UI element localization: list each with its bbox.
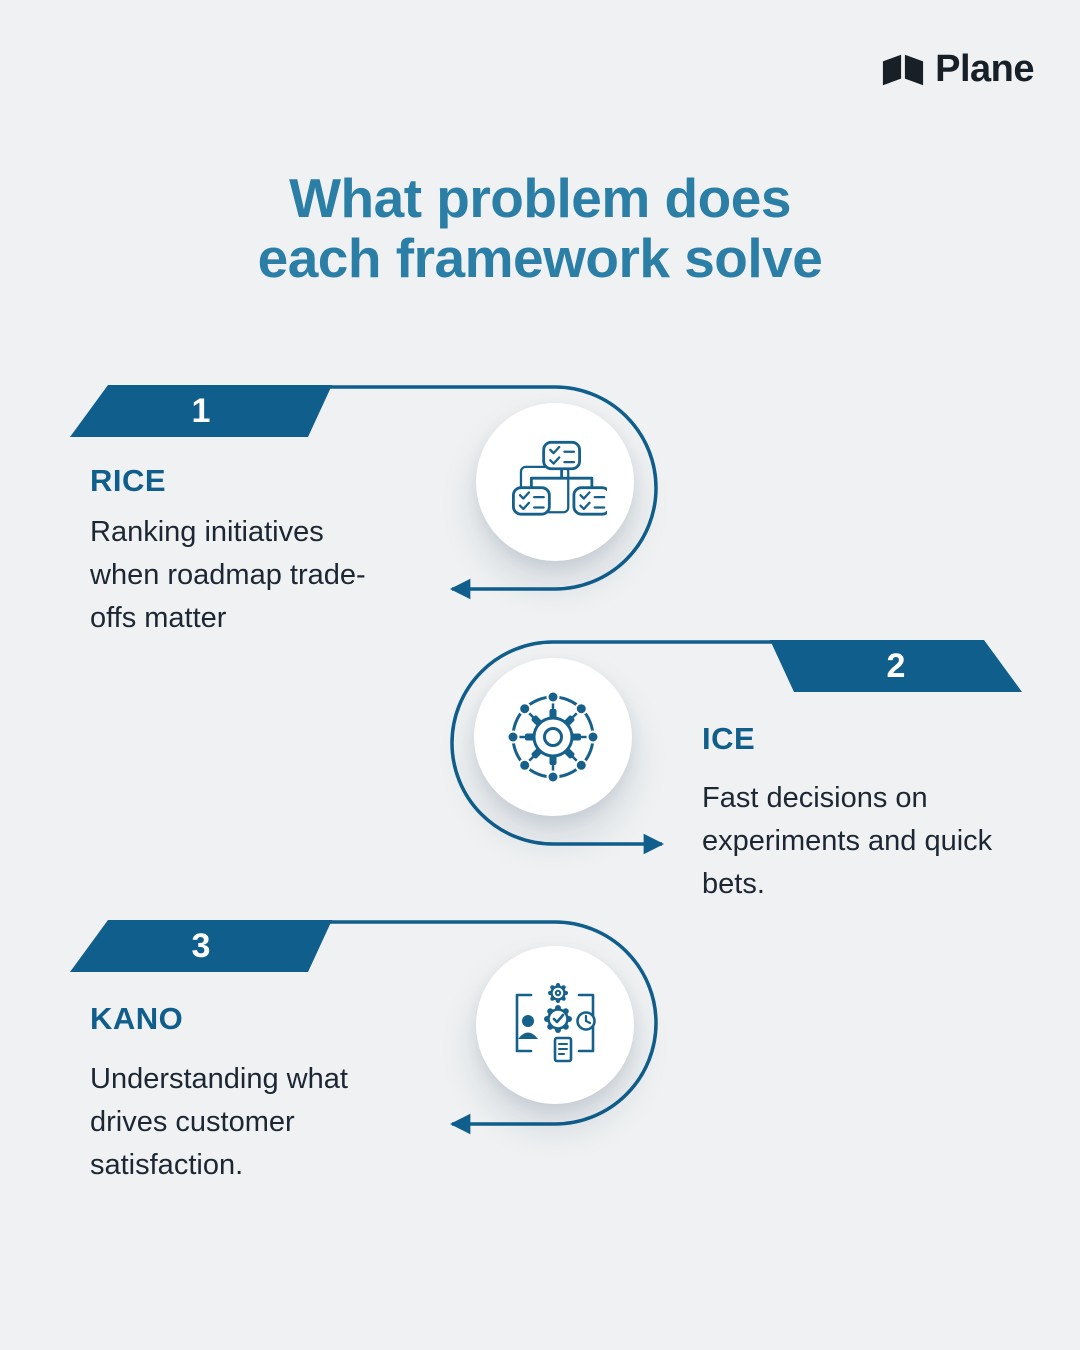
rice-icon-circle [476, 403, 634, 561]
plane-logo: Plane [881, 48, 1034, 91]
section-3-description: Understanding what drives customer satis… [90, 1063, 348, 1181]
section-1-description: Ranking initiatives when roadmap trade-o… [90, 516, 366, 634]
section-3-title: KANO [90, 1001, 184, 1036]
section-3-number-badge: 3 [70, 920, 332, 972]
decision-tree-checklist-icon [511, 440, 607, 516]
page-title: What problem does each framework solve [0, 168, 1080, 288]
page-title-line-2: each framework solve [257, 227, 823, 289]
connector-path-2 [450, 640, 830, 855]
kano-icon-circle [476, 946, 634, 1104]
ice-icon-circle [474, 658, 632, 816]
section-2-title: ICE [702, 721, 756, 756]
plane-logo-text: Plane [935, 48, 1034, 90]
page-title-line-1: What problem does [289, 167, 791, 229]
section-1-number: 1 [191, 391, 211, 430]
gear-network-icon [506, 690, 600, 784]
section-2-description: Fast decisions on experiments and quick … [702, 782, 993, 900]
section-2-number-badge: 2 [770, 640, 1022, 692]
connector-path-3 [300, 920, 658, 1135]
section-3-number: 3 [191, 926, 211, 965]
connector-path-1 [300, 385, 658, 600]
section-1-title: RICE [90, 463, 167, 498]
section-1-number-badge: 1 [70, 385, 332, 437]
section-2-number: 2 [886, 646, 906, 685]
plane-logo-icon [883, 54, 924, 85]
customer-satisfaction-process-icon [515, 983, 596, 1063]
